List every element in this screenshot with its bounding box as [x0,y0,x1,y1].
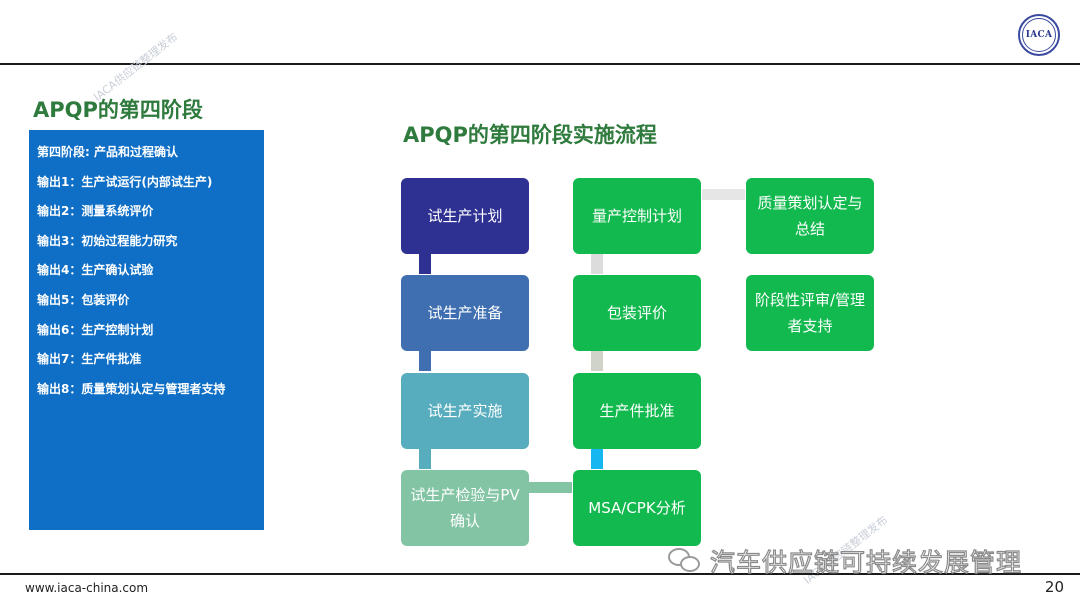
output-item: 输出6：生产控制计划 [37,322,154,337]
flow-connector [529,482,572,493]
flow-box-trial-production-plan: 试生产计划 [401,178,529,254]
phase-heading: 第四阶段: 产品和过程确认 [37,145,178,159]
footer-url[interactable]: www.iaca-china.com [25,581,149,595]
output-item: 输出5：包装评价 [37,292,130,307]
flow-box-trial-inspection-pv: 试生产检验与PV确认 [401,470,529,546]
iaca-logo: IACA [1018,14,1060,56]
flow-connector [419,254,431,274]
flow-box-production-control-plan: 量产控制计划 [573,178,701,254]
output-item: 输出7：生产件批准 [37,352,142,367]
wechat-account-name: 汽车供应链可持续发展管理 [709,547,1023,577]
flow-box-packaging-evaluation: 包装评价 [573,275,701,351]
header-rule [0,63,1080,65]
flow-connector [419,449,431,469]
output-item: 输出1：生产试运行(内部试生产) [37,174,213,189]
phase-outputs-panel: 第四阶段: 产品和过程确认 输出1：生产试运行(内部试生产) 输出2：测量系统评… [29,130,264,530]
flow-box-management-review: 阶段性评审/管理者支持 [746,275,874,351]
flow-box-ppap: 生产件批准 [573,373,701,449]
iaca-logo-text: IACA [1022,18,1056,52]
output-item: 输出3：初始过程能力研究 [37,233,178,248]
output-item: 输出4：生产确认试验 [37,263,154,278]
page-number: 20 [1044,578,1064,596]
flow-box-msa-cpk: MSA/CPK分析 [573,470,701,546]
output-item: 输出8：质量策划认定与管理者支持 [37,381,226,396]
output-item: 输出2：测量系统评价 [37,204,154,219]
flow-box-quality-signoff: 质量策划认定与总结 [746,178,874,254]
left-section-title: APQP的第四阶段 [33,98,203,122]
flow-connector [591,254,603,274]
wechat-account-watermark: 汽车供应链可持续发展管理 [668,543,1022,579]
wechat-icon [668,548,702,574]
flow-box-trial-production-preparation: 试生产准备 [401,275,529,351]
flow-connector [591,351,603,371]
flow-connector [419,351,431,371]
flow-title: APQP的第四阶段实施流程 [403,123,657,147]
flow-connector [591,449,603,469]
flow-box-trial-production-run: 试生产实施 [401,373,529,449]
footer-rule [0,573,1080,575]
flow-connector [702,189,745,200]
